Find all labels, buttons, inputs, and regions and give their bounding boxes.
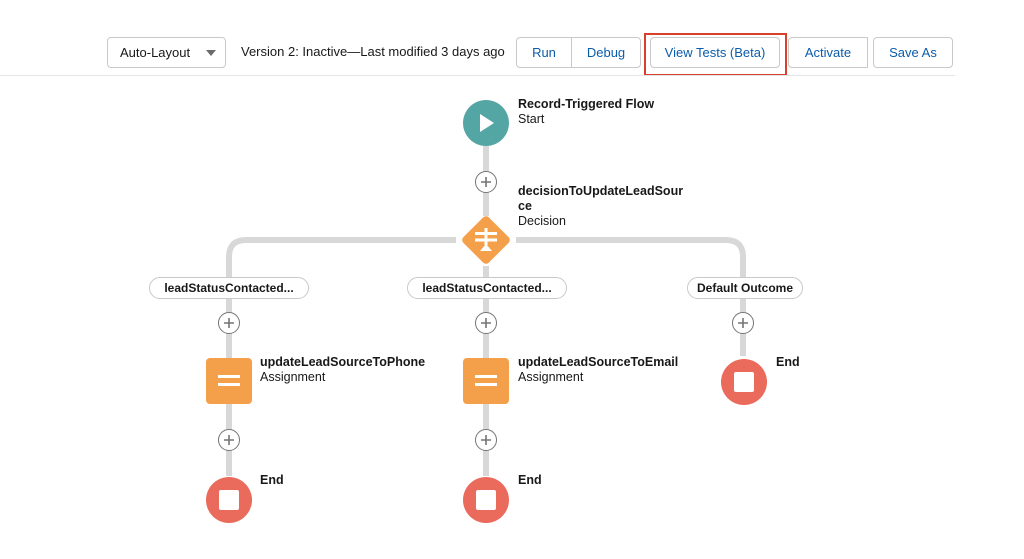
end-node-name: End — [260, 473, 284, 487]
assignment-node-label: updateLeadSourceToEmail Assignment — [518, 355, 678, 385]
stop-icon — [219, 490, 239, 510]
debug-button[interactable]: Debug — [571, 37, 641, 68]
chevron-down-icon — [206, 50, 216, 56]
stop-icon — [476, 490, 496, 510]
plus-icon — [481, 435, 491, 445]
add-element-button[interactable] — [475, 171, 497, 193]
start-node-label: Record-Triggered Flow Start — [518, 97, 654, 127]
assignment-node-name: updateLeadSourceToPhone — [260, 355, 426, 369]
flow-toolbar: Auto-Layout Version 2: Inactive—Last mod… — [0, 0, 1024, 76]
start-node-type: Start — [518, 112, 545, 126]
decision-node-type: Decision — [518, 214, 566, 228]
assignment-node-type: Assignment — [518, 370, 584, 384]
plus-icon — [481, 177, 491, 187]
plus-icon — [481, 318, 491, 328]
flow-connectors — [226, 146, 746, 476]
layout-select-value: Auto-Layout — [120, 45, 191, 60]
plus-icon — [224, 435, 234, 445]
start-node-name: Record-Triggered Flow — [518, 97, 655, 111]
view-tests-button[interactable]: View Tests (Beta) — [650, 37, 780, 68]
decision-icon — [475, 228, 497, 251]
add-element-button[interactable] — [475, 429, 497, 451]
version-status: Version 2: Inactive—Last modified 3 days… — [241, 44, 505, 59]
run-button[interactable]: Run — [516, 37, 572, 68]
end-node[interactable] — [206, 477, 252, 523]
end-node-name: End — [518, 473, 542, 487]
save-as-button[interactable]: Save As — [873, 37, 953, 68]
add-element-button[interactable] — [218, 429, 240, 451]
outcome-label[interactable]: leadStatusContacted... — [149, 277, 309, 299]
end-node-label: End — [776, 355, 800, 370]
add-element-button[interactable] — [218, 312, 240, 334]
end-node-label: End — [260, 473, 284, 488]
stop-icon — [734, 372, 754, 392]
assignment-node-name: updateLeadSourceToEmail — [518, 355, 679, 369]
end-node-label: End — [518, 473, 542, 488]
assignment-node-type: Assignment — [260, 370, 326, 384]
decision-node[interactable] — [456, 210, 516, 270]
activate-button[interactable]: Activate — [788, 37, 868, 68]
layout-select[interactable]: Auto-Layout — [107, 37, 226, 68]
add-element-button[interactable] — [732, 312, 754, 334]
plus-icon — [224, 318, 234, 328]
end-node-name: End — [776, 355, 800, 369]
flow-canvas: Record-Triggered Flow Start decisionToUp… — [0, 76, 1024, 559]
start-node[interactable] — [463, 100, 509, 146]
end-node[interactable] — [721, 359, 767, 405]
decision-node-name-2: ce — [518, 199, 532, 213]
outcome-label[interactable]: leadStatusContacted... — [407, 277, 567, 299]
highlight-box — [644, 33, 787, 76]
end-node[interactable] — [463, 477, 509, 523]
decision-node-name-1: decisionToUpdateLeadSour — [518, 184, 684, 198]
assignment-node[interactable] — [206, 358, 252, 404]
plus-icon — [738, 318, 748, 328]
assignment-icon — [218, 375, 240, 386]
play-icon — [480, 114, 494, 132]
assignment-node[interactable] — [463, 358, 509, 404]
assignment-icon — [475, 375, 497, 386]
toolbar-divider — [0, 75, 955, 76]
outcome-label[interactable]: Default Outcome — [687, 277, 803, 299]
decision-node-label: decisionToUpdateLeadSour ce Decision — [518, 184, 683, 229]
add-element-button[interactable] — [475, 312, 497, 334]
assignment-node-label: updateLeadSourceToPhone Assignment — [260, 355, 425, 385]
